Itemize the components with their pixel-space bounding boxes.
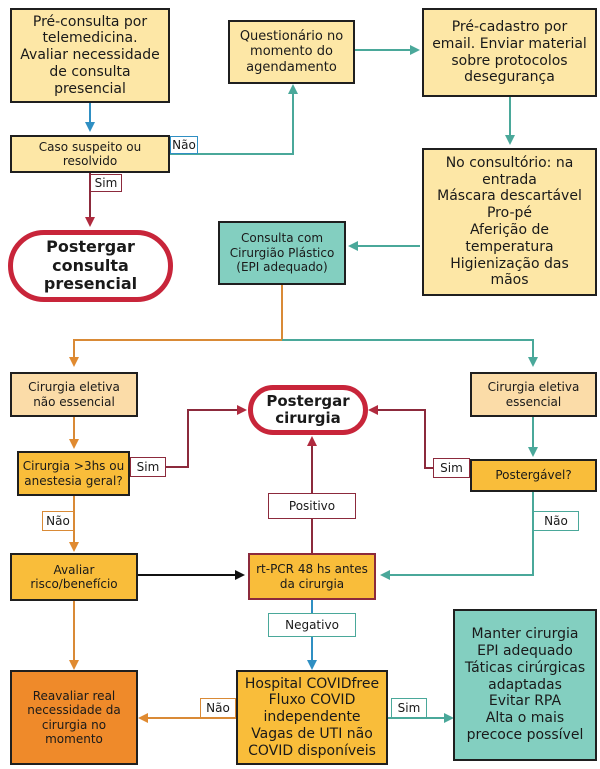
- node-postergavel: Postergável?: [470, 459, 597, 492]
- arrow-postergavel-nao-to-rtpcr: [380, 483, 534, 580]
- node-questionario: Questionário no momento do agendamento: [228, 20, 355, 84]
- node-pre-consulta: Pré-consulta por telemedicina. Avaliar n…: [10, 8, 170, 103]
- arrow-consulta-to-essencial: [282, 339, 538, 367]
- arrow-caso-nao-to-questionario: [170, 84, 298, 155]
- terminal-postergar-cirurgia: Postergar cirurgia: [248, 385, 368, 435]
- label-negativo: Negativo: [268, 613, 356, 637]
- node-caso-suspeito: Caso suspeito ou resolvido: [10, 135, 170, 173]
- node-eletiva-nao-essencial: Cirurgia eletiva não essencial: [10, 372, 138, 417]
- node-hospital: Hospital COVIDfree Fluxo COVID independe…: [236, 670, 388, 765]
- node-consulta-cirurgiao: Consulta com Cirurgião Plástico (EPI ade…: [218, 221, 346, 285]
- node-eletiva-essencial: Cirurgia eletiva essencial: [470, 372, 597, 417]
- label-sim-caso: Sim: [90, 174, 122, 192]
- node-manter-cirurgia: Manter cirurgia EPI adequado Táticas cir…: [453, 609, 597, 761]
- node-rt-pcr: rt-PCR 48 hs antes da cirurgia: [248, 553, 376, 600]
- label-sim-3hs: Sim: [130, 457, 166, 477]
- node-avaliar-risco: Avaliar risco/benefício: [10, 553, 138, 601]
- label-nao-postergavel: Não: [533, 511, 579, 531]
- label-sim-postergavel: Sim: [433, 458, 470, 478]
- label-sim-hospital: Sim: [391, 698, 427, 718]
- node-reavaliar: Reavaliar real necessidade da cirurgia n…: [10, 670, 138, 765]
- label-nao-hospital: Não: [200, 698, 236, 718]
- arrow-consulta-to-nao-essencial: [69, 285, 283, 367]
- label-nao-caso: Não: [170, 136, 198, 154]
- label-nao-3hs: Não: [42, 511, 74, 531]
- node-cirurgia-3hs: Cirurgia >3hs ou anestesia geral?: [17, 451, 130, 496]
- arrow-3hs-sim-to-postergar: [160, 405, 247, 468]
- terminal-postergar-consulta: Postergar consulta presencial: [8, 230, 173, 302]
- node-no-consultorio: No consultório: na entrada Máscara desca…: [422, 148, 597, 296]
- label-positivo: Positivo: [268, 493, 356, 519]
- node-pre-cadastro: Pré-cadastro por email. Enviar material …: [422, 8, 597, 97]
